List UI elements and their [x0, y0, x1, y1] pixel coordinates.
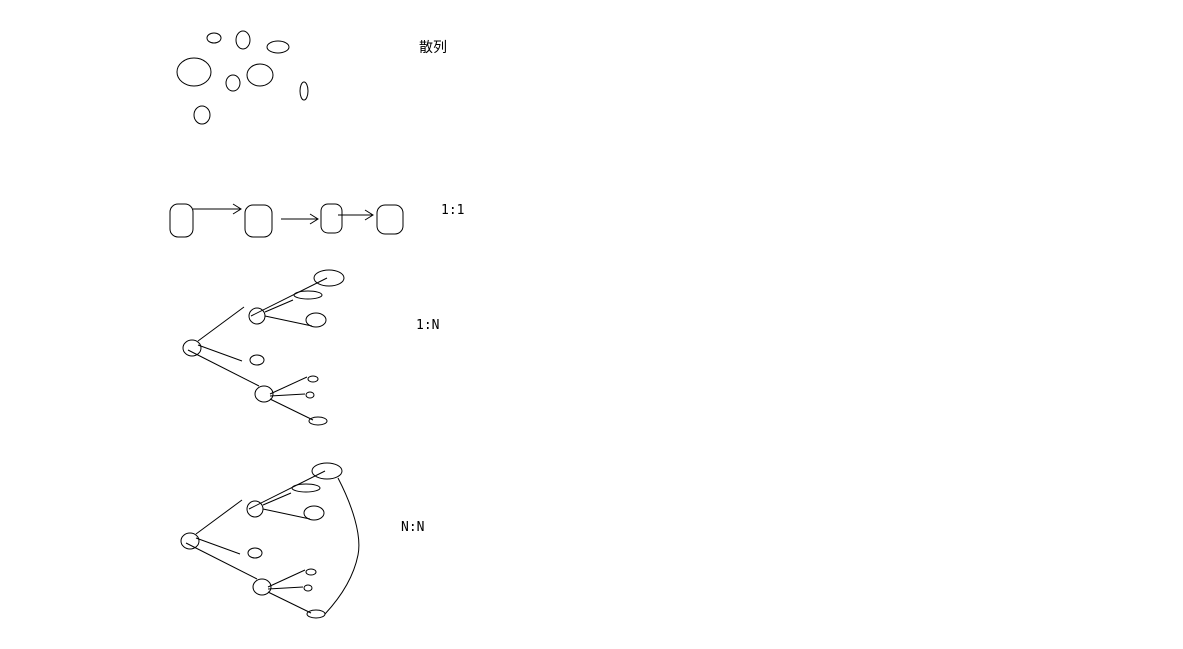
graph-node — [307, 610, 325, 618]
chain-node — [170, 204, 193, 237]
graph-root-node — [181, 533, 199, 549]
graph-node — [253, 579, 271, 595]
graph-node — [292, 484, 320, 492]
scatter-node — [177, 58, 211, 86]
tree-node — [306, 313, 326, 327]
graph-cross-link — [325, 478, 359, 614]
one-to-one-label: 1:1 — [441, 203, 465, 218]
tree-node — [308, 376, 318, 382]
scatter-node — [247, 64, 273, 86]
scatter-node — [236, 31, 250, 49]
scatter-node — [267, 41, 289, 53]
graph-node — [304, 506, 324, 520]
many-to-many-label: N:N — [401, 520, 425, 535]
chain-node — [245, 205, 272, 237]
scatter-node — [300, 82, 308, 100]
graph-node — [312, 463, 342, 479]
tree-group — [183, 270, 344, 425]
graph-node — [306, 569, 316, 575]
tree-node — [314, 270, 344, 286]
linear-chain-group — [170, 204, 403, 237]
tree-root-node — [183, 340, 201, 356]
tree-node — [255, 386, 273, 402]
graph-group — [181, 463, 359, 618]
chain-node — [321, 204, 342, 233]
tree-node — [250, 355, 264, 365]
scatter-node — [207, 33, 221, 43]
tree-node — [294, 291, 322, 299]
tree-node — [306, 392, 314, 398]
graph-node — [304, 585, 312, 591]
graph-node — [248, 548, 262, 558]
one-to-many-label: 1:N — [416, 318, 440, 333]
chain-node — [377, 205, 403, 234]
scatter-node — [194, 106, 210, 124]
scatter-label: 散列 — [419, 40, 447, 56]
scatter-node — [226, 75, 240, 91]
tree-node — [309, 417, 327, 425]
scatter-group — [177, 31, 308, 124]
